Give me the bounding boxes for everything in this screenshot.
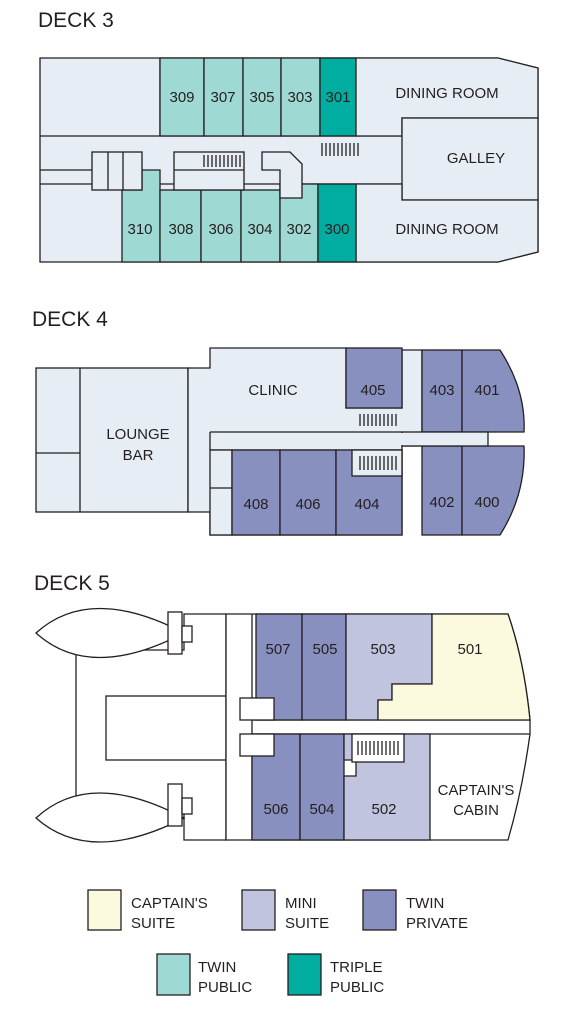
cabin-306[interactable]: [200, 189, 242, 263]
clinic-label: CLINIC: [248, 382, 297, 399]
cabin-305[interactable]: [242, 57, 282, 137]
cabin-label: 502: [371, 801, 396, 818]
deck-4-title: DECK 4: [32, 308, 108, 331]
cabin-label: 501: [457, 641, 482, 658]
service-room: [239, 733, 275, 757]
cabin-label: 400: [474, 494, 499, 511]
cabin-label: 504: [309, 801, 334, 818]
cabin-304[interactable]: [240, 189, 281, 263]
cabin-label: 507: [265, 641, 290, 658]
lounge-label: BAR: [123, 447, 154, 464]
service-room: [209, 449, 233, 536]
cabin-402[interactable]: [421, 445, 463, 536]
dining-room-label: DINING ROOM: [395, 85, 498, 102]
legend-swatch-twin-private: [362, 889, 397, 931]
legend-label: SUITE: [131, 915, 175, 932]
cabin-label: 506: [263, 801, 288, 818]
stairs-icon: [359, 414, 397, 426]
cabin-408[interactable]: [231, 449, 281, 536]
cabin-label: 403: [429, 382, 454, 399]
cabin-label: 307: [210, 89, 235, 106]
cabin-301[interactable]: [319, 57, 357, 137]
service-room: [91, 151, 143, 191]
captains-cabin-label: CAPTAIN'S: [438, 782, 515, 799]
davit: [181, 797, 193, 815]
legend-swatch-mini-suite: [241, 889, 276, 931]
deck-5-structure: [105, 695, 227, 761]
legend-label: PUBLIC: [198, 979, 252, 996]
cabin-label: 310: [127, 221, 152, 238]
stairs-icon: [359, 456, 397, 470]
cabin-505[interactable]: [301, 613, 347, 721]
cabin-label: 503: [370, 641, 395, 658]
cabin-label: 401: [474, 382, 499, 399]
lifeboat-icon: [35, 792, 186, 843]
cabin-label: 300: [324, 221, 349, 238]
captains-cabin-label: CABIN: [453, 802, 499, 819]
deck-4: DECK 4: [32, 308, 525, 536]
davit: [167, 611, 183, 655]
cabin-label: 304: [247, 221, 272, 238]
stairs-icon: [357, 741, 399, 755]
cabin-label: 505: [312, 641, 337, 658]
lounge-bar: [35, 367, 189, 513]
cabin-label: 404: [354, 496, 379, 513]
cabin-400[interactable]: [461, 445, 525, 536]
deck-3-title: DECK 3: [38, 9, 114, 32]
legend-label: PRIVATE: [406, 915, 468, 932]
deck-5: DECK 5: [34, 572, 531, 843]
cabin-label: 408: [243, 496, 268, 513]
cabin-label: 405: [360, 382, 385, 399]
cabin-label: 301: [325, 89, 350, 106]
cabin-405[interactable]: [345, 347, 403, 409]
dining-room-label: DINING ROOM: [395, 221, 498, 238]
legend: CAPTAIN'S SUITE MINI SUITE TWIN PRIVATE …: [87, 889, 468, 996]
legend-label: TWIN: [406, 895, 444, 912]
legend-label: MINI: [285, 895, 317, 912]
legend-swatch-triple-public: [287, 953, 322, 996]
cabin-401[interactable]: [461, 349, 525, 433]
cabin-label: 302: [286, 221, 311, 238]
service-room: [261, 151, 303, 199]
cabin-label: 309: [169, 89, 194, 106]
deck-5-title: DECK 5: [34, 572, 110, 595]
legend-label: SUITE: [285, 915, 329, 932]
cabin-406[interactable]: [279, 449, 337, 536]
dining-room-bottom: [355, 183, 539, 263]
legend-label: CAPTAIN'S: [131, 895, 208, 912]
legend-swatch-twin-public: [156, 953, 191, 996]
galley: [401, 117, 539, 201]
cabin-label: 303: [287, 89, 312, 106]
davit: [167, 783, 183, 827]
cabin-label: 406: [295, 496, 320, 513]
cabin-label: 306: [208, 221, 233, 238]
cabin-label: 402: [429, 494, 454, 511]
stairs-icon: [203, 155, 241, 167]
cabin-504[interactable]: [299, 733, 345, 841]
deck-4-corridor: [401, 431, 489, 447]
galley-label: GALLEY: [447, 150, 505, 167]
cabin-label: 305: [249, 89, 274, 106]
legend-label: TWIN: [198, 959, 236, 976]
cabin-300[interactable]: [317, 183, 357, 263]
cabin-label: 308: [168, 221, 193, 238]
cabin-501[interactable]: [377, 613, 531, 721]
deck-3: DECK 3: [38, 9, 539, 263]
lounge-label: LOUNGE: [106, 426, 169, 443]
legend-label: TRIPLE: [330, 959, 383, 976]
legend-label: PUBLIC: [330, 979, 384, 996]
service-room: [239, 697, 275, 721]
legend-swatch-captains-suite: [87, 889, 122, 931]
stairs-icon: [321, 143, 359, 156]
service-room: [173, 151, 245, 191]
davit: [181, 625, 193, 643]
cabin-307[interactable]: [203, 57, 244, 137]
